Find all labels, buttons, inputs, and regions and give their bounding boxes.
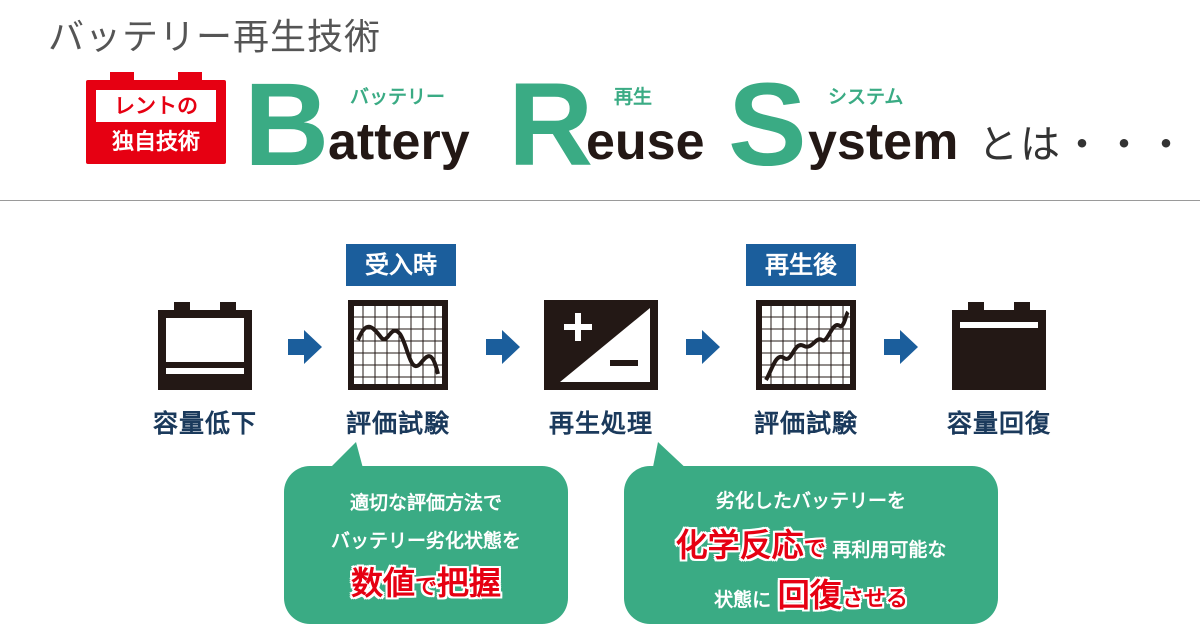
bubble-evaluation: 適切な評価方法で バッテリー劣化状態を 数値で把握: [284, 466, 568, 624]
step-label-capacity-drop: 容量低下: [152, 409, 257, 438]
low-battery-icon: [158, 302, 252, 390]
bubble-right-line2-rest: 再利用可能な: [825, 539, 947, 561]
highlight-de: で: [414, 575, 437, 600]
badge-top-text: レントの: [96, 90, 216, 122]
proprietary-tech-badge: レントの 独自技術: [86, 72, 226, 164]
full-battery-icon: [952, 302, 1046, 390]
highlight-grasp: 把握: [437, 564, 502, 602]
bubble-right-line3: 状態に 回復させる: [624, 570, 998, 616]
badge-bottom-text: 独自技術: [111, 130, 200, 155]
bubble-right-line2: 化学反応で 再利用可能な: [624, 520, 998, 566]
arrow-right-icon: [288, 330, 322, 364]
bubble-left-line2: バッテリー劣化状態を: [330, 530, 521, 552]
step-label-capacity-recovery: 容量回復: [946, 409, 1051, 438]
bubble-tail-right: [652, 442, 690, 472]
rest-battery: attery: [328, 113, 470, 171]
step-label-test-before: 評価試験: [345, 409, 450, 438]
arrow-right-icon: [884, 330, 918, 364]
rest-reuse: euse: [586, 113, 705, 171]
highlight-recovery: 回復: [777, 576, 842, 614]
initial-b: B: [244, 59, 330, 191]
initial-r: R: [508, 59, 594, 191]
initial-s: S: [728, 59, 807, 191]
plus-minus-charge-icon: [544, 300, 658, 390]
highlight-chemical-reaction: 化学反応: [675, 526, 804, 564]
ruby-battery: バッテリー: [350, 86, 446, 108]
bubble-left-line1: 適切な評価方法で: [349, 492, 502, 514]
highlight-numeric: 数値: [350, 564, 415, 602]
tag-receive: 受入時: [346, 244, 456, 286]
suffix-text: とは・・・: [978, 122, 1188, 168]
rest-system: ystem: [808, 113, 959, 171]
step-label-test-after: 評価試験: [753, 409, 858, 438]
badge-terminal-left: [110, 72, 134, 82]
test-chart-rising-icon: [756, 300, 856, 390]
test-chart-falling-icon: [348, 300, 448, 390]
page-title: バッテリー再生技術: [48, 17, 382, 58]
badge-terminal-right: [178, 72, 202, 82]
word-battery: B バッテリー attery: [244, 59, 494, 191]
bubble-right-line3-start: 状態に: [714, 589, 778, 611]
word-system: S システム ystem: [728, 59, 968, 191]
arrow-right-icon: [486, 330, 520, 364]
word-reuse: R 再生 euse: [508, 59, 708, 191]
ruby-system: システム: [828, 86, 904, 108]
bubble-tail-left: [326, 442, 364, 472]
highlight-saseru: させる: [841, 587, 908, 612]
header-divider: [0, 200, 1200, 201]
step-label-regeneration: 再生処理: [548, 409, 653, 438]
bubble-right-line1: 劣化したバッテリーを: [715, 490, 906, 512]
arrow-right-icon: [686, 330, 720, 364]
tag-after: 再生後: [746, 244, 856, 286]
bubble-regeneration: 劣化したバッテリーを 化学反応で 再利用可能な 状態に 回復させる: [624, 466, 998, 624]
bubble-left-line3: 数値で把握: [284, 558, 568, 604]
highlight-de-2: で: [803, 537, 826, 562]
ruby-reuse: 再生: [614, 86, 653, 108]
